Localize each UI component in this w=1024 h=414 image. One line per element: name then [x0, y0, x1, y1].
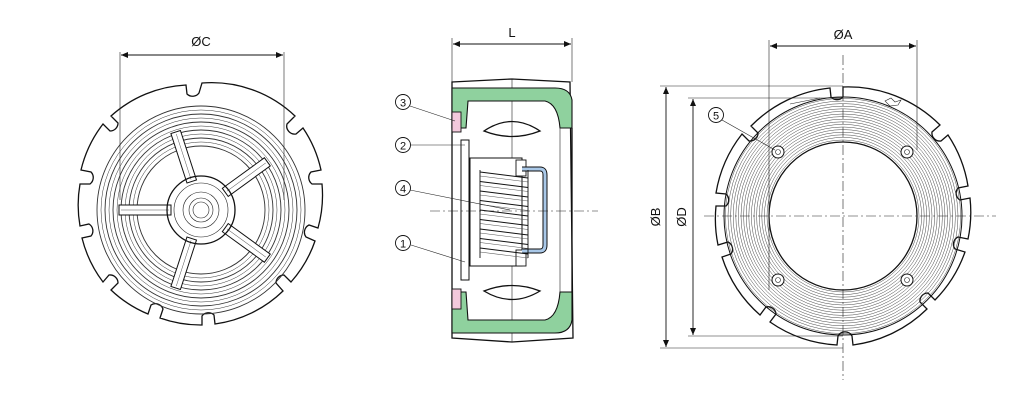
label-dimension-b: ØB	[648, 208, 663, 227]
dimension-b: ØB	[648, 85, 843, 349]
svg-text:3: 3	[400, 98, 406, 110]
label-dimension-l: L	[508, 25, 515, 40]
dimension-c: ØC	[119, 34, 285, 200]
spoke	[221, 157, 271, 198]
label-dimension-d: ØD	[674, 207, 689, 227]
bolt-holes	[771, 145, 914, 287]
callout-5: 5	[708, 107, 776, 151]
label-dimension-a: ØA	[834, 27, 853, 42]
dimension-d: ØD	[674, 97, 843, 337]
svg-text:2: 2	[400, 141, 406, 153]
callout-4: 4	[395, 180, 511, 211]
spoke	[118, 204, 172, 216]
svg-text:5: 5	[713, 111, 719, 123]
svg-text:4: 4	[400, 184, 406, 196]
rear-view-body	[704, 55, 996, 380]
callout-3: 3	[395, 94, 456, 122]
callout-2: 2	[395, 137, 465, 153]
seat-ring-top	[451, 111, 462, 133]
section-view	[430, 78, 598, 343]
callout-1: 1	[395, 235, 466, 263]
dimension-l: L	[451, 25, 573, 82]
body-seal-section	[451, 87, 573, 129]
seat-ring-bottom	[451, 288, 462, 310]
spoke	[170, 236, 198, 291]
svg-text:1: 1	[400, 239, 406, 251]
spoke	[221, 222, 271, 263]
front-view-disc	[77, 81, 324, 326]
spoke	[170, 129, 198, 184]
dimension-a: ØA	[768, 27, 918, 290]
label-dimension-c: ØC	[191, 34, 211, 49]
spring	[479, 170, 529, 259]
